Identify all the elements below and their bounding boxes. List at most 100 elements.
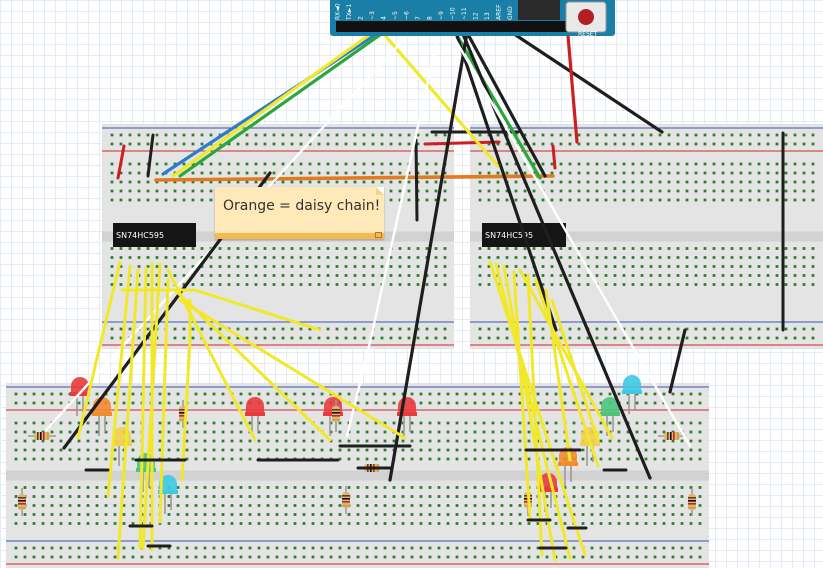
reset-label: RESET (578, 31, 598, 38)
led-rim (538, 488, 558, 492)
resistor-band (179, 412, 187, 414)
resistor-band (688, 500, 696, 502)
led-rim (558, 462, 578, 466)
ground-jumper[interactable] (146, 133, 155, 178)
note-resize-handle[interactable] (375, 232, 382, 238)
data-wire[interactable] (450, 25, 542, 180)
resistor-band (670, 432, 672, 440)
data-wire[interactable] (171, 23, 385, 178)
power-jumper[interactable] (551, 144, 557, 170)
led-signal-wire[interactable] (526, 273, 544, 557)
led-dome (246, 397, 264, 414)
ground-wire[interactable] (500, 24, 664, 134)
resistor-band (688, 497, 696, 499)
chip-label: SN74HC595 (485, 231, 533, 240)
ground-wire[interactable] (668, 328, 687, 394)
resistor-band (342, 501, 350, 503)
power-jumper[interactable] (116, 144, 126, 180)
led-5 (158, 475, 178, 514)
chip-label: SN74HC595 (116, 231, 164, 240)
resistor-band (179, 409, 187, 411)
resistor-band (332, 415, 340, 417)
arduino-header (336, 21, 578, 32)
daisy-chain-wire[interactable] (154, 174, 555, 182)
note-fold (376, 187, 384, 195)
chip-body (113, 223, 196, 247)
pin-label: TX►1 (346, 4, 353, 21)
led-signal-wire[interactable] (158, 278, 170, 524)
pin-label: 7 (415, 16, 422, 20)
resistor-band (18, 497, 26, 499)
led-signal-wire[interactable] (173, 288, 332, 442)
led-signal-wire[interactable] (120, 288, 322, 332)
led-signal-wire[interactable] (488, 260, 587, 557)
led-signal-wire[interactable] (141, 262, 162, 550)
data-wire[interactable] (178, 23, 396, 178)
resistor-band (332, 419, 340, 421)
led-signal-wire[interactable] (502, 264, 557, 562)
reset-button-cap[interactable] (578, 9, 594, 25)
resistor-band (673, 432, 675, 440)
resistor-band (18, 503, 26, 505)
led-signal-wire[interactable] (76, 260, 122, 440)
led-signal-wire[interactable] (550, 298, 600, 442)
resistor-band (342, 495, 350, 497)
resistor-band (688, 507, 696, 509)
led-rim (158, 490, 178, 494)
led-rim (397, 412, 417, 416)
resistor-band (18, 507, 26, 509)
resistor-band (179, 419, 187, 421)
center-channel (470, 231, 823, 242)
note-text: Orange = daisy chain! (223, 198, 381, 214)
resistor-band (688, 503, 696, 505)
shift-register-chip-1: SN74HC595 (113, 223, 196, 247)
power-jumper[interactable] (423, 140, 501, 146)
arduino-board: RESET GNDAREF1312~11~10~987~6~54~32TX►1R… (330, 0, 615, 38)
resistor-8 (658, 432, 686, 440)
resistor-4 (332, 400, 340, 428)
resistor-5 (342, 486, 350, 514)
resistor-band (43, 432, 45, 440)
led-signal-wire[interactable] (512, 270, 532, 520)
led-dome (159, 475, 177, 492)
ground-wire[interactable] (462, 25, 547, 178)
resistor-band (179, 415, 187, 417)
resistor-band (18, 500, 26, 502)
center-channel (6, 470, 709, 481)
led-signal-wire[interactable] (178, 298, 407, 440)
led-signal-wire[interactable] (138, 266, 148, 550)
led-rim (245, 412, 265, 416)
led-rim (92, 412, 112, 416)
led-signal-wire[interactable] (106, 264, 132, 498)
pin-label: AREF (496, 4, 503, 20)
pin-label: RX◄0 (335, 3, 342, 20)
pin-label: 13 (484, 12, 491, 20)
annotation-note[interactable]: Orange = daisy chain! (215, 187, 384, 239)
resistor-band (332, 412, 340, 414)
led-signal-wire[interactable] (494, 262, 572, 560)
resistor-1 (28, 432, 56, 440)
pin-label: 2 (358, 16, 365, 20)
resistor-9 (688, 488, 696, 516)
led-12 (600, 397, 620, 436)
led-signal-wire[interactable] (518, 268, 614, 440)
signal-wire[interactable] (345, 25, 442, 438)
led-signal-wire[interactable] (116, 268, 140, 560)
ground-jumper[interactable] (414, 138, 419, 222)
signal-wire[interactable] (446, 25, 692, 448)
ground-wire[interactable] (452, 25, 558, 332)
arduino-icsp (518, 0, 560, 20)
led-dome (601, 397, 619, 414)
resistor-band (667, 432, 669, 440)
pin-label: 4 (381, 16, 388, 20)
resistor-band (342, 505, 350, 507)
led-13 (622, 375, 642, 414)
pin-label: ~9 (438, 11, 445, 20)
led-signal-wire[interactable] (544, 288, 572, 462)
data-wire[interactable] (161, 23, 392, 176)
led-signal-wire[interactable] (534, 278, 600, 468)
led-rim (600, 412, 620, 416)
ground-wire[interactable] (388, 25, 470, 482)
resistor-band (47, 432, 49, 440)
led-signal-wire[interactable] (180, 298, 192, 482)
